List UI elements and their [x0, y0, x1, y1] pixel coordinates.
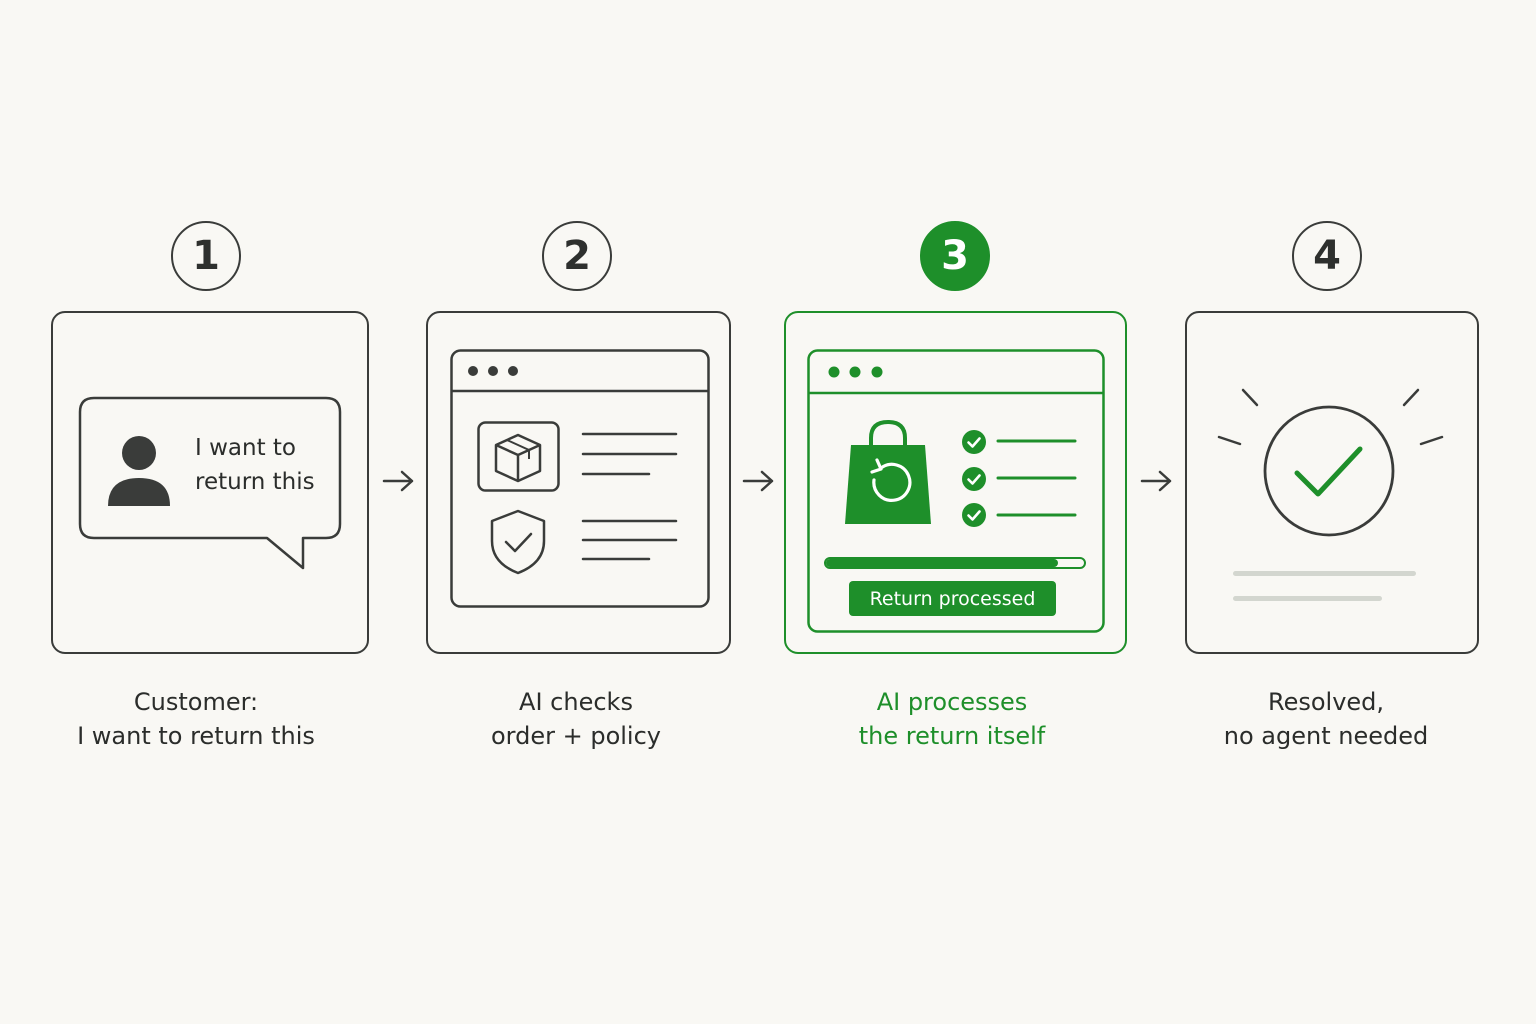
step-1-caption: Customer: I want to return this: [26, 685, 366, 753]
shopping-bag-return-icon: [845, 419, 931, 524]
shield-check-icon: [490, 509, 546, 575]
step-4-caption-line-2: no agent needed: [1223, 722, 1429, 750]
step-3-panel: [784, 311, 1127, 654]
step-1-caption-line-1: Customer:: [133, 688, 259, 716]
check-circle-icon: [962, 503, 986, 527]
step-2-caption: AI checks order + policy: [406, 685, 746, 753]
return-processed-label: Return processed: [849, 581, 1056, 616]
step-3-caption: AI processes the return itself: [782, 685, 1122, 753]
arrow-right-icon: [742, 470, 774, 492]
placeholder-line: [1233, 596, 1382, 601]
step-3-badge: 3: [920, 221, 990, 291]
check-circle-icon: [1263, 405, 1395, 537]
step-2-caption-line-1: AI checks: [519, 688, 633, 716]
step-1-badge: 1: [171, 221, 241, 291]
user-icon: [108, 436, 170, 506]
speech-bubble-line-2: return this: [195, 469, 315, 495]
progress-bar-track: [824, 557, 1086, 569]
check-circle-icon: [962, 467, 986, 491]
speech-bubble-text: I want to return this: [195, 431, 315, 499]
browser-window-icon: [807, 349, 1105, 633]
step-4-caption-line-1: Resolved,: [1267, 688, 1385, 716]
browser-window-icon: [450, 349, 710, 608]
step-3-caption-line-2: the return itself: [858, 722, 1046, 750]
package-box-icon: [477, 421, 560, 492]
arrow-right-icon: [1140, 470, 1172, 492]
step-4-badge: 4: [1292, 221, 1362, 291]
sparkle-rays-icon: [1217, 388, 1444, 446]
step-4-caption: Resolved, no agent needed: [1156, 685, 1496, 753]
placeholder-line: [1233, 571, 1416, 576]
check-circle-icon: [962, 430, 986, 454]
progress-bar-fill: [826, 559, 1059, 567]
step-1-caption-line-2: I want to return this: [77, 722, 315, 750]
arrow-right-icon: [382, 470, 414, 492]
step-2-caption-line-2: order + policy: [490, 722, 661, 750]
step-3-caption-line-1: AI processes: [876, 688, 1028, 716]
speech-bubble-line-1: I want to: [195, 435, 296, 461]
step-2-badge: 2: [542, 221, 612, 291]
